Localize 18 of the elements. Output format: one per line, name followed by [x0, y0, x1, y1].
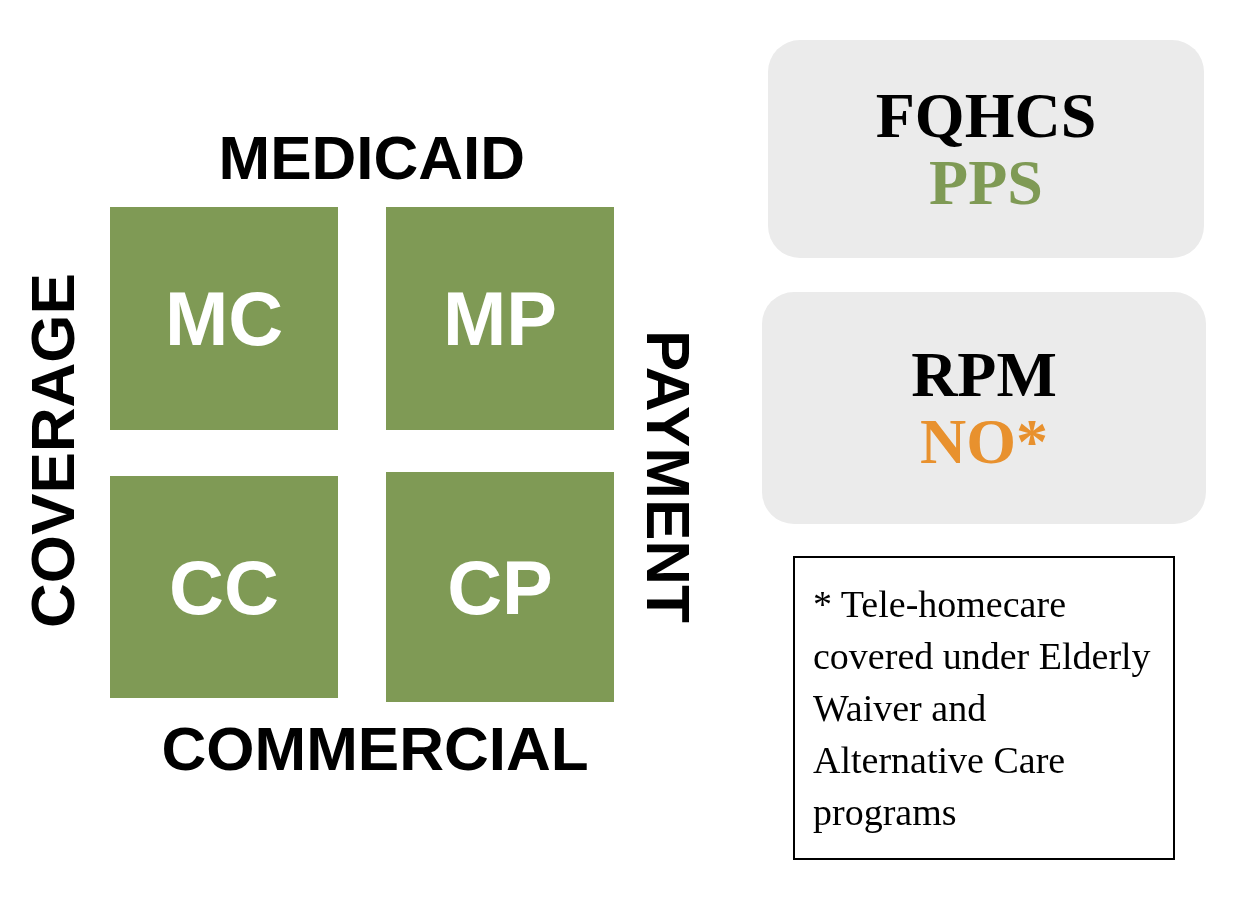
quadrant-label: CP [447, 543, 553, 631]
axis-label: COVERAGE [16, 272, 88, 628]
axis-label: MEDICAID [218, 121, 526, 193]
quadrant-square [110, 207, 338, 430]
axis-label: COMMERCIAL [161, 712, 589, 784]
quadrant-label: MP [443, 275, 557, 362]
quadrant-square [386, 207, 614, 430]
footnote-box [793, 556, 1175, 860]
quadrant-label: CC [169, 543, 279, 631]
footnote-text: * Tele-homecare covered under Elderly Waiver and Alternative Care programs [813, 581, 1152, 836]
card-value: PPS [929, 149, 1043, 217]
card-value: NO* [920, 408, 1048, 476]
quadrant-square [386, 472, 614, 702]
card-heading: RPM [911, 340, 1057, 408]
quadrant-square [110, 476, 338, 698]
quadrant-label: MC [164, 275, 284, 362]
card-heading: FQHCS [875, 81, 1097, 149]
axis-label: PAYMENT [632, 329, 704, 623]
